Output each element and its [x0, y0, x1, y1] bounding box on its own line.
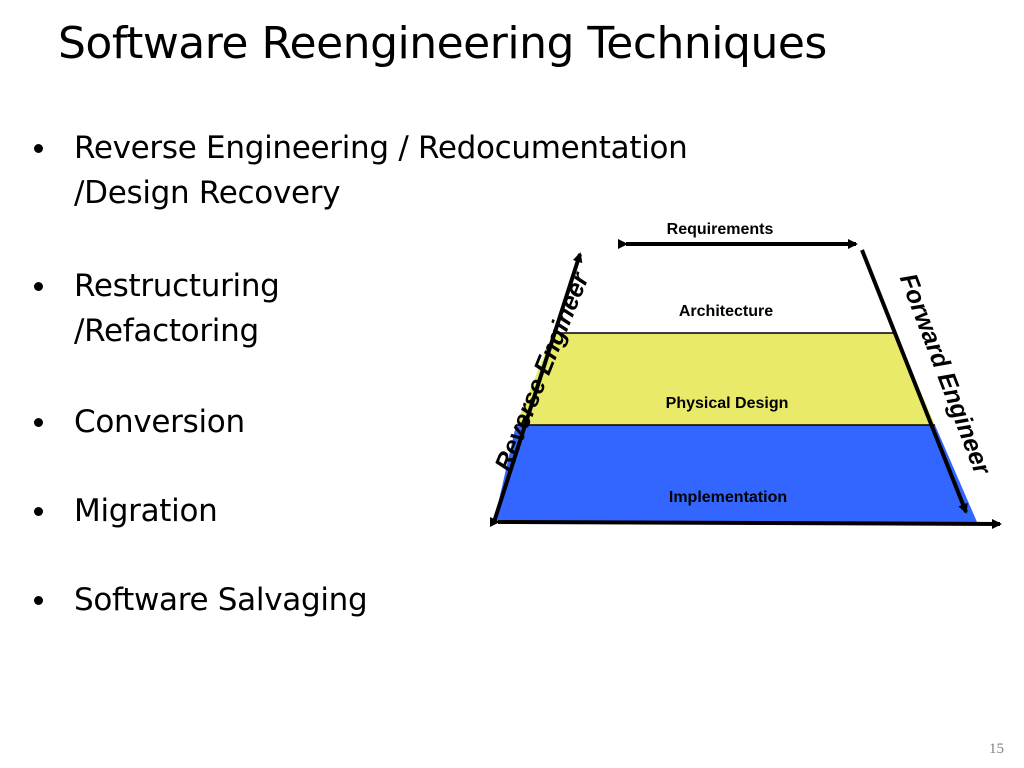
- forward-engineer-arrow: [860, 249, 968, 514]
- layer-physical-design-band: [516, 333, 935, 425]
- bullet-text: Reverse Engineering / Redocumentation /D…: [74, 126, 688, 216]
- bullet-dot-icon: [34, 144, 43, 153]
- reverse-engineer-arrow: [492, 252, 583, 523]
- bullet-line: Restructuring: [74, 268, 280, 304]
- bullet-dot-icon: [34, 507, 43, 516]
- bullet-line: Conversion: [74, 404, 245, 440]
- page-number: 15: [989, 741, 1004, 757]
- bullet-line: Migration: [74, 493, 218, 529]
- implementation-base-arrow: [489, 516, 1002, 529]
- bullet-dot-icon: [34, 596, 43, 605]
- physical-design-label: Physical Design: [666, 395, 789, 412]
- bullet-text: Conversion: [74, 400, 245, 445]
- bullet-text: Migration: [74, 489, 218, 534]
- slide-title: Software Reengineering Techniques: [58, 18, 827, 69]
- architecture-label: Architecture: [679, 303, 773, 320]
- bullet-text: Software Salvaging: [74, 578, 368, 623]
- layer-architecture-band: [553, 250, 895, 333]
- bullet-text: Restructuring /Refactoring: [74, 264, 280, 354]
- bullet-line: /Refactoring: [74, 313, 259, 349]
- bullet-line: Software Salvaging: [74, 582, 368, 618]
- bullet-dot-icon: [34, 418, 43, 427]
- bullet-line: Reverse Engineering / Redocumentation: [74, 130, 688, 166]
- bullet-dot-icon: [34, 282, 43, 291]
- requirements-label: Requirements: [667, 221, 774, 238]
- implementation-label: Implementation: [669, 489, 787, 506]
- layer-implementation-band: [494, 425, 977, 522]
- bullet-line: /Design Recovery: [74, 175, 341, 211]
